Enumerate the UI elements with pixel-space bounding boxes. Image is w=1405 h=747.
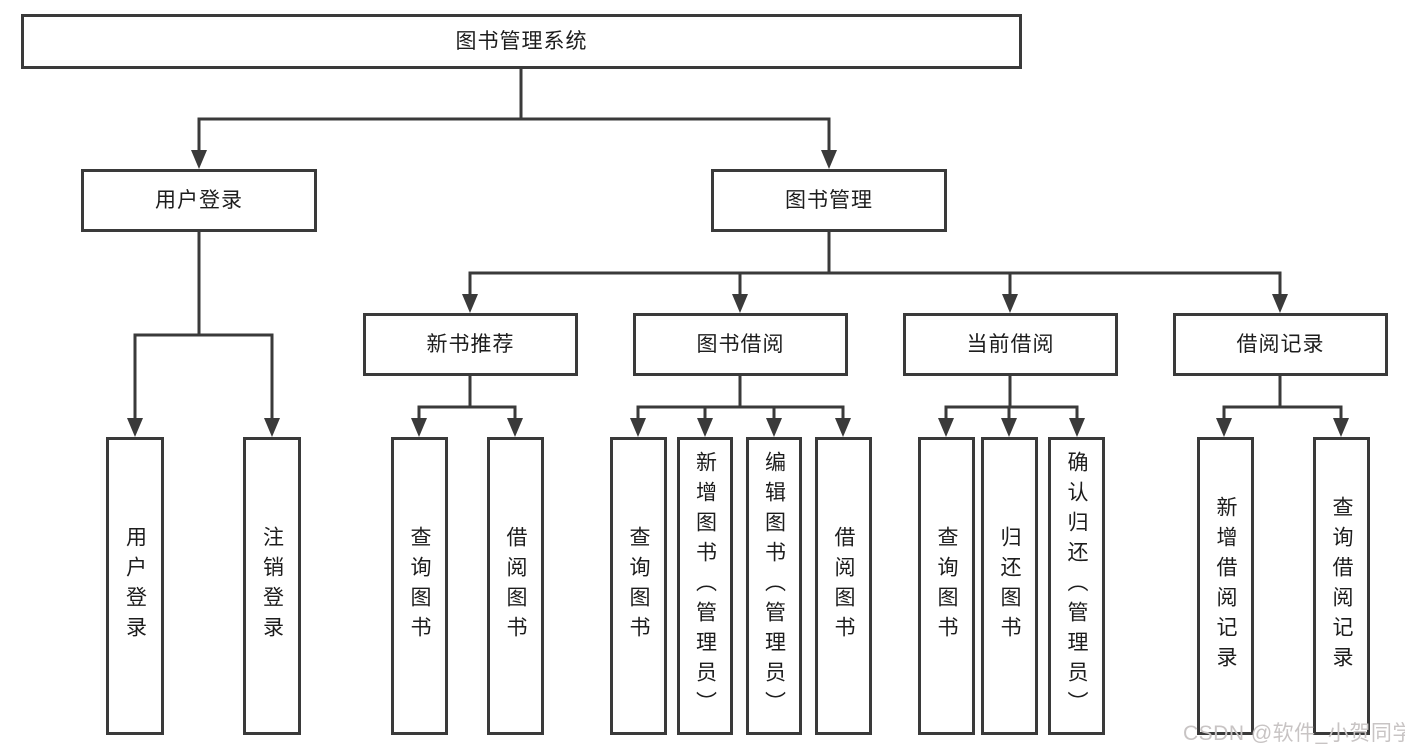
leaf-bb-query-books: 查询图书 — [610, 437, 667, 735]
arrow-leaf-cb-confirm — [1069, 418, 1085, 437]
arrow-leaf-nbr-borrow — [507, 418, 523, 437]
arrowheads — [127, 150, 1349, 437]
arrow-leaf-cb-return — [1001, 418, 1017, 437]
connector-new-book-recommend-to-leaves — [417, 375, 517, 420]
arrow-leaf-bb-query — [630, 418, 646, 437]
connector-root-to-level2 — [197, 68, 831, 152]
arrow-leaf-cb-query — [938, 418, 954, 437]
node-root: 图书管理系统 — [21, 14, 1022, 69]
leaf-nbr-query-books: 查询图书 — [391, 437, 448, 735]
node-borrow-records: 借阅记录 — [1173, 313, 1388, 376]
leaf-br-query-record: 查询借阅记录 — [1313, 437, 1370, 735]
leaf-bb-borrow-books: 借阅图书 — [815, 437, 872, 735]
connector-user-login-to-leaves — [133, 231, 274, 420]
arrow-leaf-bb-borrow — [835, 418, 851, 437]
leaf-cb-confirm-return-admin: 确认归还（管理员） — [1048, 437, 1105, 735]
connector-current-borrowing-to-leaves — [944, 375, 1079, 420]
arrow-book-management — [821, 150, 837, 169]
arrow-leaf-user-login — [127, 418, 143, 437]
arrow-new-book-recommend — [462, 294, 478, 313]
node-current-borrowing: 当前借阅 — [903, 313, 1118, 376]
connector-borrow-records-to-leaves — [1222, 375, 1343, 420]
connector-book-borrowing-to-leaves — [636, 375, 845, 420]
arrow-leaf-bb-add — [697, 418, 713, 437]
arrow-book-borrowing — [732, 294, 748, 313]
leaf-bb-edit-books-admin: 编辑图书（管理员） — [746, 437, 802, 735]
connector-book-management-to-level3 — [468, 231, 1282, 296]
leaf-cb-query-books: 查询图书 — [918, 437, 975, 735]
node-book-management: 图书管理 — [711, 169, 947, 232]
leaf-br-add-record: 新增借阅记录 — [1197, 437, 1254, 735]
node-user-login: 用户登录 — [81, 169, 317, 232]
arrow-user-login — [191, 150, 207, 169]
arrow-leaf-br-query — [1333, 418, 1349, 437]
arrow-leaf-nbr-query — [411, 418, 427, 437]
leaf-user-login: 用户登录 — [106, 437, 164, 735]
leaf-bb-add-books-admin: 新增图书（管理员） — [677, 437, 733, 735]
node-book-borrowing: 图书借阅 — [633, 313, 848, 376]
arrow-leaf-bb-edit — [766, 418, 782, 437]
node-new-book-recommend: 新书推荐 — [363, 313, 578, 376]
arrow-borrow-records — [1272, 294, 1288, 313]
leaf-nbr-borrow-books: 借阅图书 — [487, 437, 544, 735]
arrow-leaf-br-add — [1216, 418, 1232, 437]
arrow-leaf-logout — [264, 418, 280, 437]
leaf-cb-return-books: 归还图书 — [981, 437, 1038, 735]
arrow-current-borrowing — [1002, 294, 1018, 313]
csdn-watermark: CSDN @软件_小贺同学 — [1183, 722, 1405, 745]
leaf-logout: 注销登录 — [243, 437, 301, 735]
